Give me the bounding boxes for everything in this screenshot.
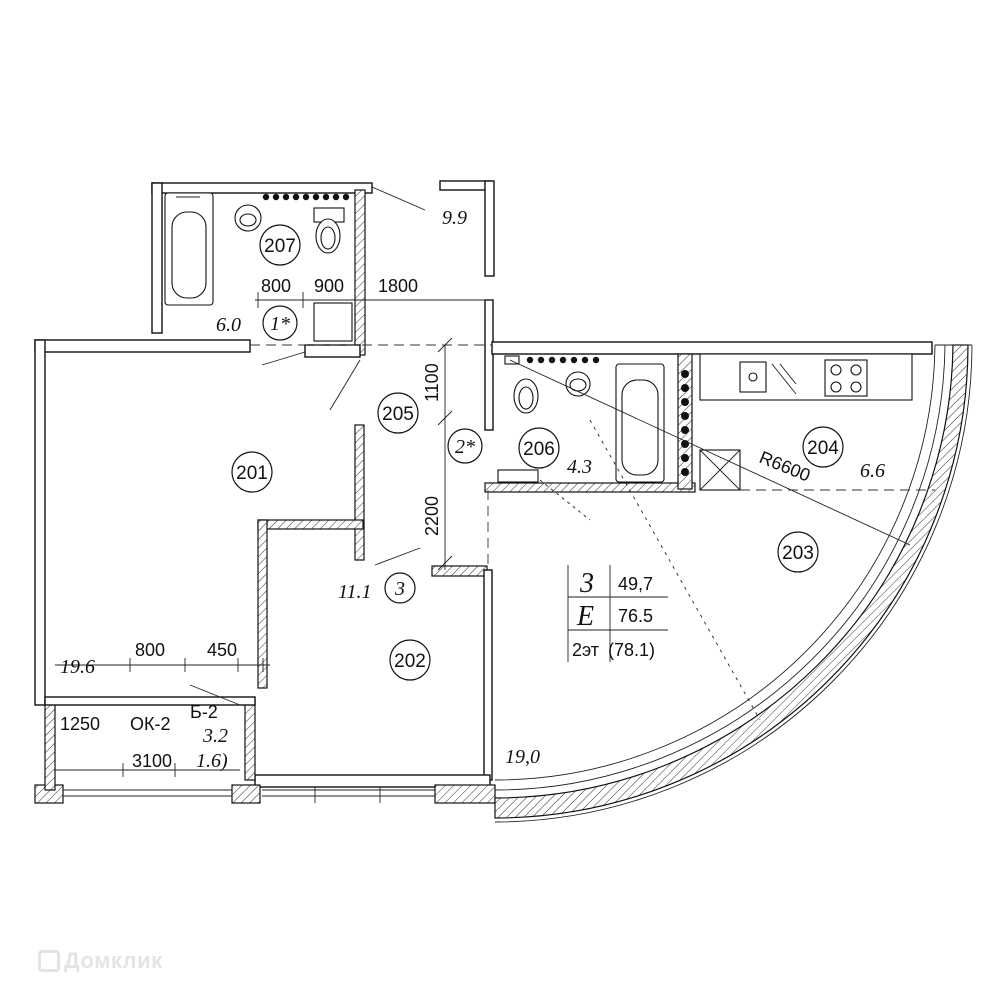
corridor-marker-1: 1* xyxy=(262,305,298,341)
kitchen-204-fixtures xyxy=(699,353,913,491)
corridor-marker-3: 3 xyxy=(384,572,416,604)
living-area: 49,7 xyxy=(618,574,653,594)
room-number: 201 xyxy=(236,463,268,484)
dim-800-bottom: 800 xyxy=(135,640,165,660)
dim-1100: 1100 xyxy=(422,363,442,402)
area-202: 11.1 xyxy=(338,581,372,603)
dimension-lines xyxy=(55,292,492,777)
dim-1800: 1800 xyxy=(378,276,418,296)
balcony-window-label: ОК-2 xyxy=(130,714,171,734)
svg-text:3: 3 xyxy=(394,578,405,600)
room-badge-206: 206 xyxy=(518,427,560,469)
construction-lines xyxy=(189,186,935,721)
watermark-logo: Домклик xyxy=(38,948,163,974)
area-207: 9.9 xyxy=(442,207,467,229)
area-206: 4.3 xyxy=(567,456,592,478)
radiator-206 xyxy=(526,356,689,476)
dim-900: 900 xyxy=(314,276,344,296)
radiator-207 xyxy=(262,193,350,201)
total-area: 76.5 xyxy=(618,606,653,626)
balcony-door-label: Б-2 xyxy=(190,702,218,722)
room-badge-204: 204 xyxy=(802,426,844,468)
watermark-text: Домклик xyxy=(64,948,163,973)
room-number: 206 xyxy=(523,439,555,460)
home-icon xyxy=(38,950,60,972)
exterior-walls xyxy=(34,180,933,804)
svg-text:2*: 2* xyxy=(455,436,475,458)
dim-450: 450 xyxy=(207,640,237,660)
area-201: 19.6 xyxy=(60,656,95,678)
area-203: 19,0 xyxy=(505,746,540,768)
room-number: 207 xyxy=(264,236,296,257)
room-badge-203: 203 xyxy=(777,531,819,573)
dim-2200: 2200 xyxy=(422,496,442,536)
area-corridor-1: 6.0 xyxy=(216,314,241,336)
balcony-reduced-area: 1.6) xyxy=(196,750,228,772)
room-number: 205 xyxy=(382,404,414,425)
curved-facade xyxy=(494,344,973,823)
rooms-count: 3 xyxy=(579,568,594,599)
room-number: 202 xyxy=(394,651,426,672)
bathroom-206-fixtures xyxy=(497,355,689,483)
room-number: 203 xyxy=(782,543,814,564)
corridor-marker-2: 2* xyxy=(447,428,483,464)
floor-label: 2эт xyxy=(572,640,599,660)
area-204: 6.6 xyxy=(860,460,885,482)
room-badge-205: 205 xyxy=(377,392,419,434)
room-badge-207: 207 xyxy=(259,224,301,266)
bathroom-207-fixtures xyxy=(164,192,353,342)
apartment-summary: 3 49,7 Е 76.5 2эт (78.1) xyxy=(567,565,668,662)
dim-800-top: 800 xyxy=(261,276,291,296)
dim-1250: 1250 xyxy=(60,714,100,734)
svg-text:1*: 1* xyxy=(270,313,290,335)
room-badge-202: 202 xyxy=(389,639,431,681)
total-with-balcony: (78.1) xyxy=(608,640,655,660)
section-letter: Е xyxy=(576,601,594,632)
room-number: 204 xyxy=(807,438,839,459)
room-badge-201: 201 xyxy=(231,451,273,493)
dim-3100: 3100 xyxy=(132,751,172,771)
balcony-area: 3.2 xyxy=(202,725,228,747)
